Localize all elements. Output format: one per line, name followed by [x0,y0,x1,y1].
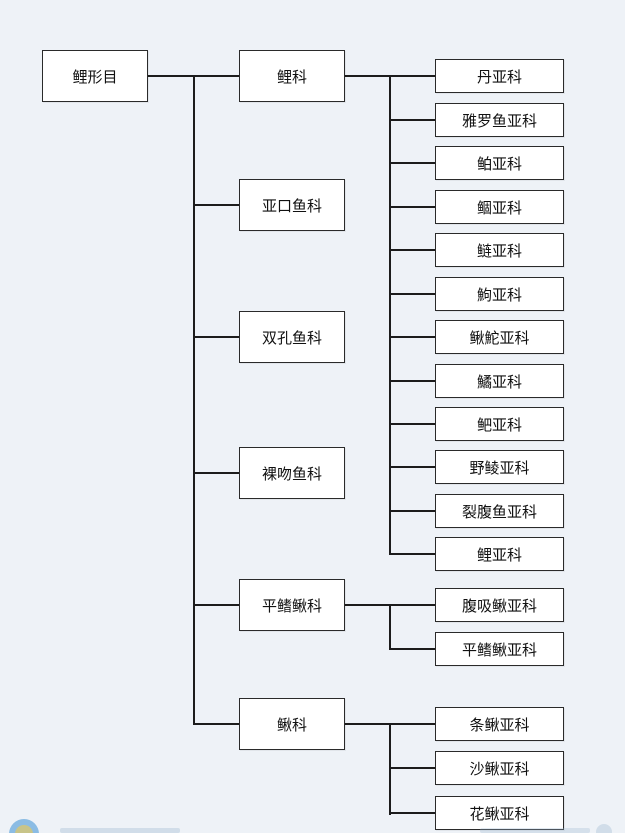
connector-family-2 [193,204,239,206]
connector-loach-sub-3 [389,812,435,814]
connector-carp-sub-4 [389,206,435,208]
connector-carp-sub-7 [389,336,435,338]
subfamily-node: 裂腹鱼亚科 [435,494,564,528]
connector-carp-sub-1 [389,75,435,77]
connector-hillstream-out [345,604,391,606]
subfamily-node: 丹亚科 [435,59,564,93]
connector-carp-sub-10 [389,466,435,468]
subfamily-node: 鳅鮀亚科 [435,320,564,354]
subfamily-node: 鱊亚科 [435,364,564,398]
connector-loach-sub-1 [389,723,435,725]
connector-hillstream-spine [389,604,391,650]
connector-loach-sub-2 [389,767,435,769]
connector-loach-spine [389,723,391,815]
connector-hillstream-sub-1 [389,604,435,606]
subfamily-node: 条鳅亚科 [435,707,564,741]
connector-carp-sub-11 [389,510,435,512]
connector-carp-sub-3 [389,162,435,164]
family-node-balitoridae: 平鳍鳅科 [239,579,345,631]
family-node-cobitidae: 鳅科 [239,698,345,750]
subfamily-node: 野鲮亚科 [435,450,564,484]
connector-family-5 [193,604,239,606]
subfamily-node: 平鳍鳅亚科 [435,632,564,666]
connector-family-3 [193,336,239,338]
subfamily-node: 雅罗鱼亚科 [435,103,564,137]
connector-family-spine [193,75,195,725]
site-logo-icon [9,819,612,833]
family-node-psilorhynchidae-twohole: 双孔鱼科 [239,311,345,363]
connector-carp-sub-12 [389,553,435,555]
subfamily-node: 鲃亚科 [435,407,564,441]
connector-carp-sub-9 [389,423,435,425]
connector-family-6 [193,723,239,725]
subfamily-node: 花鳅亚科 [435,796,564,830]
family-node-gyrinocheilidae: 裸吻鱼科 [239,447,345,499]
connector-carp-sub-8 [389,380,435,382]
subfamily-node: 腹吸鳅亚科 [435,588,564,622]
connector-carp-out [345,75,391,77]
connector-carp-spine [389,75,391,554]
connector-family-1 [193,75,239,77]
subfamily-node: 鲌亚科 [435,146,564,180]
watermark-strip [0,812,625,833]
subfamily-node: 鲢亚科 [435,233,564,267]
connector-carp-sub-5 [389,249,435,251]
connector-carp-sub-2 [389,119,435,121]
family-node-cyprinidae: 鲤科 [239,50,345,102]
root-order-node: 鲤形目 [42,50,148,102]
connector-root [148,75,195,77]
connector-hillstream-sub-2 [389,648,435,650]
subfamily-node: 鲴亚科 [435,190,564,224]
connector-loach-out [345,723,391,725]
family-node-catostomidae: 亚口鱼科 [239,179,345,231]
subfamily-node: 沙鳅亚科 [435,751,564,785]
connector-carp-sub-6 [389,293,435,295]
connector-family-4 [193,472,239,474]
subfamily-node: 鲤亚科 [435,537,564,571]
subfamily-node: 鮈亚科 [435,277,564,311]
